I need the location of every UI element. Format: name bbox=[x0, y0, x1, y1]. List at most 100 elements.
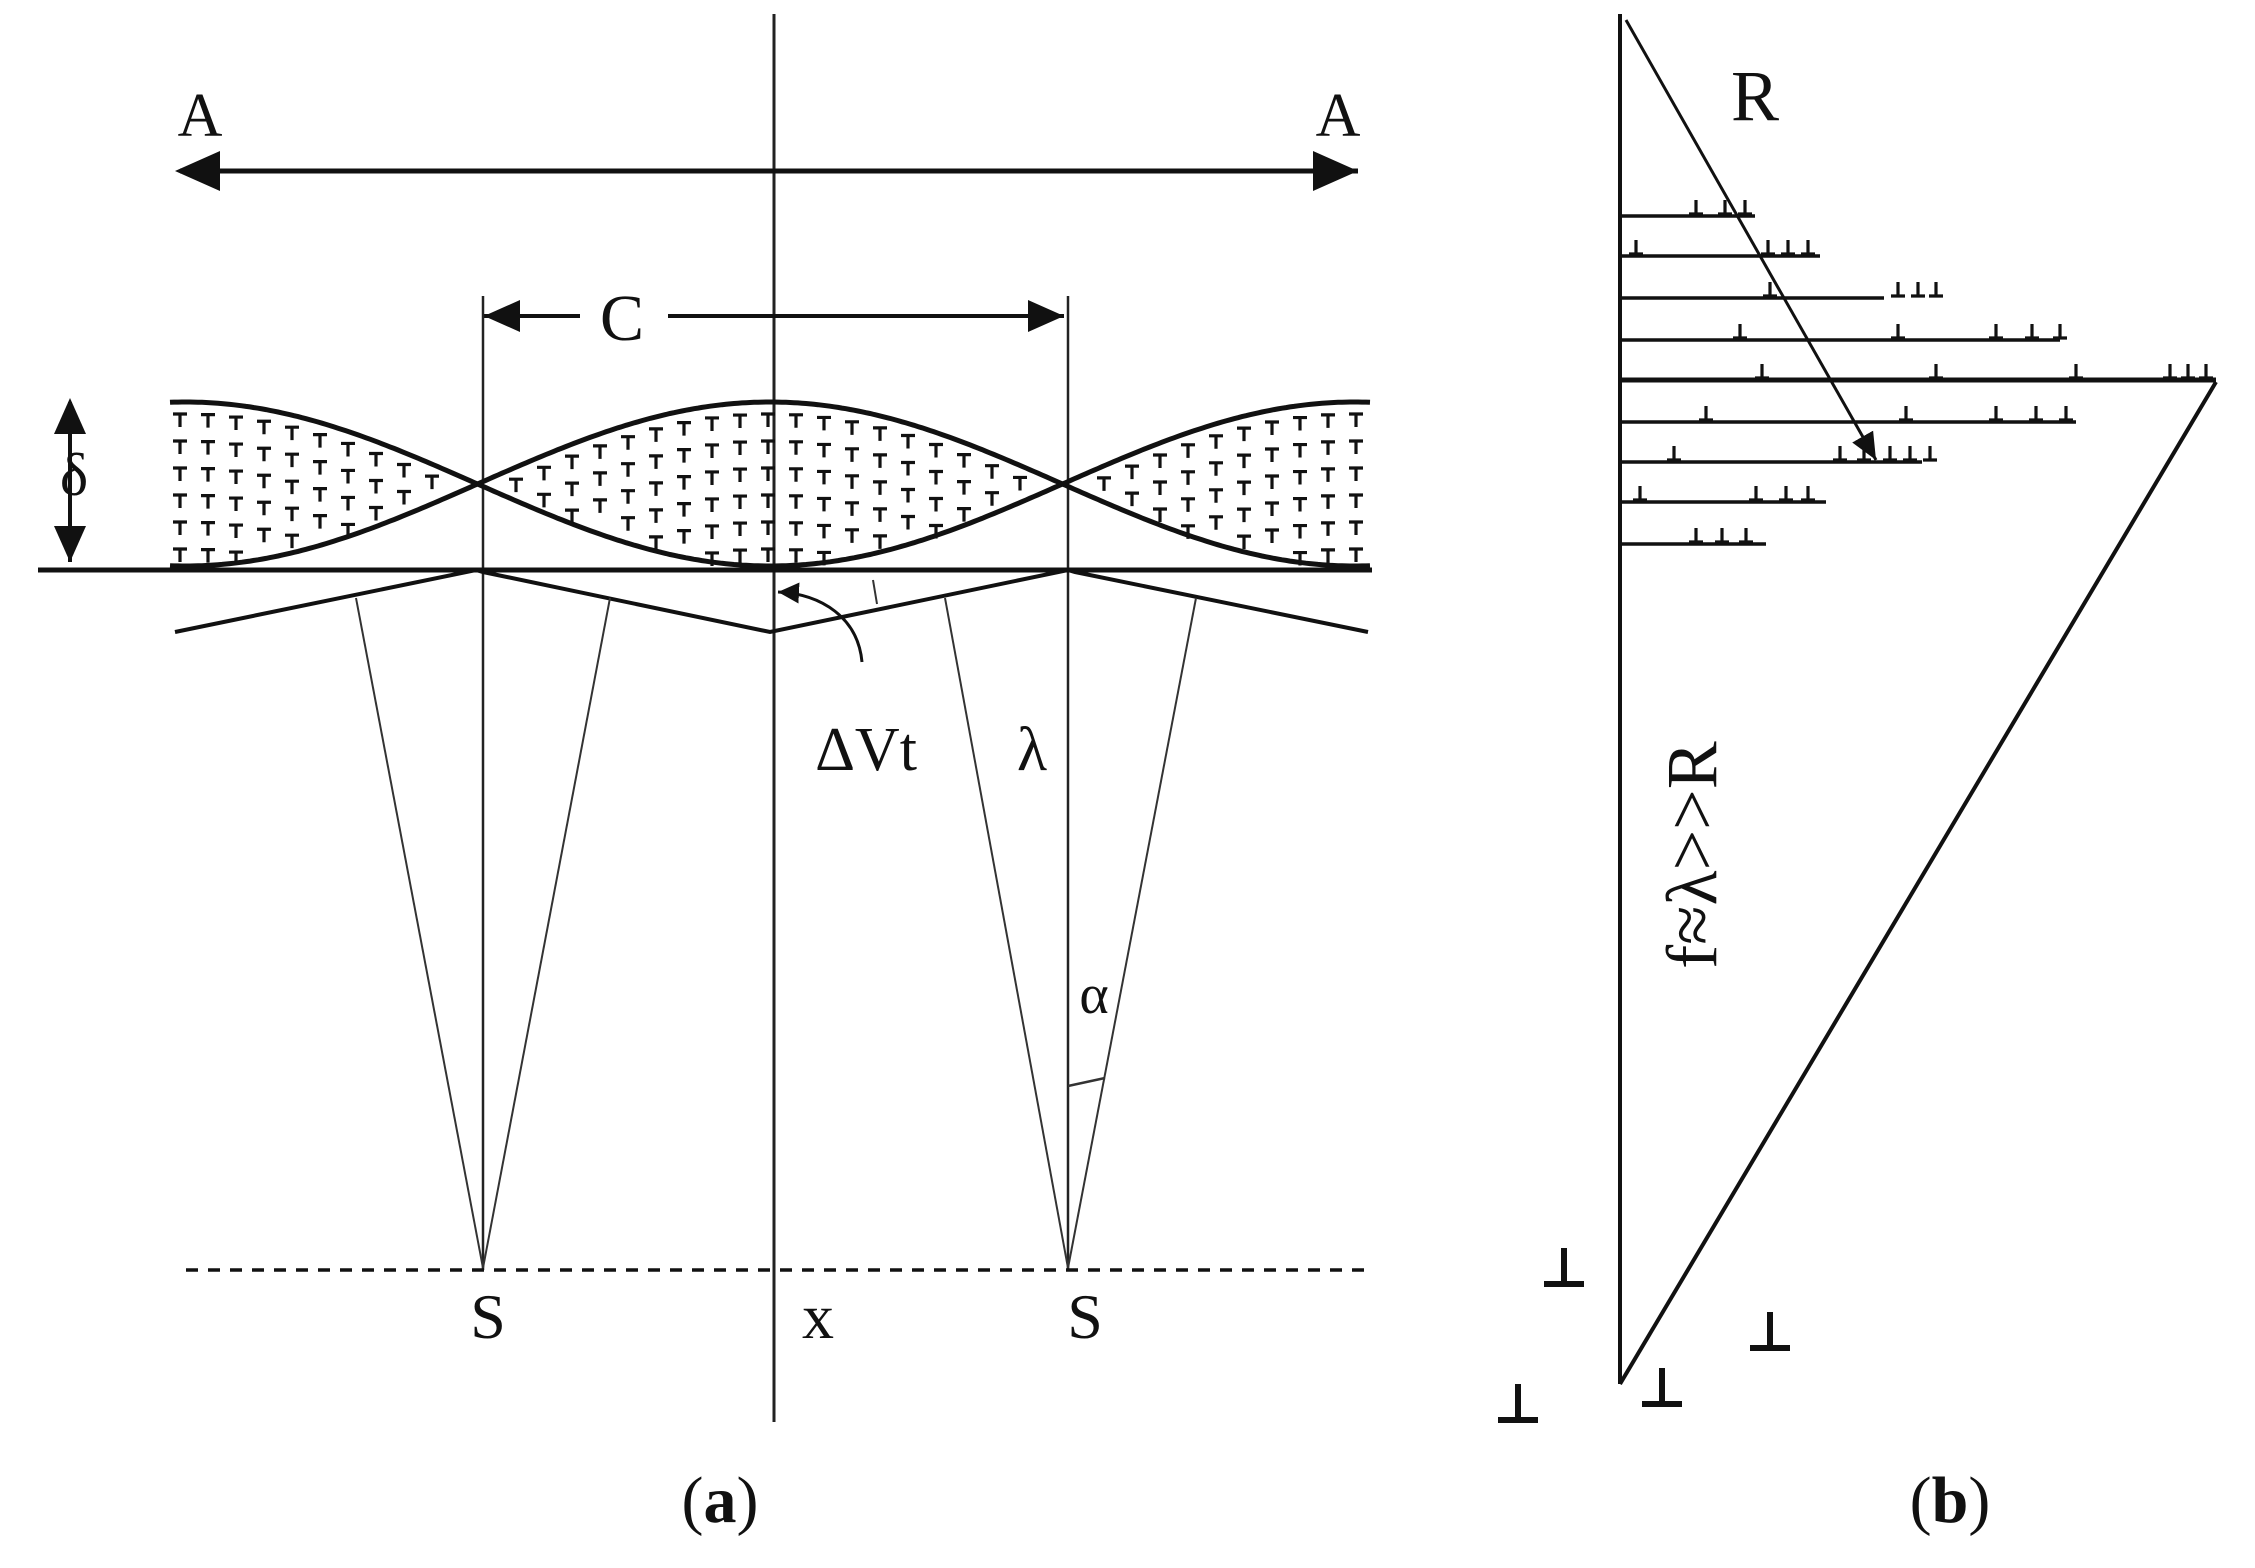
dislocation-mark bbox=[1761, 240, 1775, 256]
label-s-left: S bbox=[470, 1281, 506, 1352]
dislocation-mark bbox=[565, 481, 579, 497]
dislocation-mark bbox=[1181, 497, 1195, 512]
dislocation-mark bbox=[1989, 406, 2003, 422]
dislocation-mark bbox=[1749, 486, 1763, 502]
dislocation-mark bbox=[1153, 453, 1167, 468]
dislocation-mark bbox=[341, 495, 355, 511]
dislocation-mark bbox=[677, 447, 691, 463]
dislocation-mark bbox=[1929, 282, 1943, 298]
dislocation-mark bbox=[845, 447, 859, 462]
dislocation-mark bbox=[1321, 413, 1335, 428]
dislocation-mark bbox=[957, 507, 971, 522]
dislocation-mark bbox=[1321, 548, 1335, 563]
dislocation-mark bbox=[369, 451, 383, 467]
dislocation-mark bbox=[1293, 496, 1307, 512]
dislocation-mark bbox=[817, 415, 831, 431]
panel-b: R f≈λ>>R (b) bbox=[1498, 14, 2218, 1537]
dislocation-mark bbox=[257, 446, 271, 462]
dislocation-mark bbox=[733, 494, 747, 510]
dislocation-mark bbox=[621, 489, 635, 504]
dislocation-mark bbox=[1750, 1312, 1790, 1351]
dislocation-mark bbox=[1801, 240, 1815, 256]
dislocation-mark bbox=[1237, 507, 1251, 523]
dislocation-mark bbox=[1929, 364, 1943, 380]
dislocation-mark bbox=[789, 467, 803, 482]
dislocation-mark bbox=[649, 508, 663, 523]
dislocation-mark bbox=[1349, 520, 1363, 536]
dislocation-mark bbox=[1689, 528, 1703, 544]
dislocation-mark bbox=[2029, 406, 2043, 422]
dislocation-mark bbox=[1293, 523, 1307, 539]
dislocation-mark bbox=[397, 489, 411, 505]
dislocation-mark bbox=[761, 547, 775, 563]
dislocation-mark bbox=[229, 442, 243, 458]
dislocation-mark bbox=[1633, 486, 1647, 502]
label-r: R bbox=[1731, 56, 1779, 136]
dislocation-mark bbox=[229, 496, 243, 512]
dislocation-mark bbox=[1349, 439, 1363, 455]
label-s-right: S bbox=[1067, 1281, 1103, 1352]
dislocation-mark bbox=[1153, 507, 1167, 522]
dislocation-mark bbox=[285, 533, 299, 549]
dislocation-mark bbox=[313, 433, 327, 448]
slip-planes bbox=[1620, 200, 2216, 546]
dislocation-mark bbox=[621, 462, 635, 477]
dislocation-mark bbox=[313, 487, 327, 502]
envelope-curve-upper bbox=[169, 399, 1371, 569]
dislocation-mark bbox=[985, 464, 999, 479]
dislocation-mark bbox=[817, 496, 831, 512]
dislocation-mark bbox=[2053, 324, 2067, 340]
dislocation-mark bbox=[789, 548, 803, 563]
dislocation-mark bbox=[201, 467, 215, 482]
dislocation-mark bbox=[789, 521, 803, 536]
dislocation-mark bbox=[1738, 200, 1752, 216]
dislocation-mark bbox=[285, 452, 299, 468]
dislocation-mark bbox=[1293, 442, 1307, 458]
dislocation-mark bbox=[1153, 480, 1167, 495]
dislocation-mark bbox=[873, 534, 887, 549]
dislocation-mark bbox=[201, 548, 215, 563]
dislocation-mark bbox=[1911, 282, 1925, 298]
dislocation-mark bbox=[341, 441, 355, 457]
dislocation-mark bbox=[1899, 406, 1913, 422]
dislocation-mark bbox=[285, 506, 299, 522]
dislocation-mark bbox=[1237, 426, 1251, 442]
dislocation-mark bbox=[705, 497, 719, 512]
dislocation-mark bbox=[929, 496, 943, 512]
dislocation-mark bbox=[341, 468, 355, 484]
dislocation-mark bbox=[313, 514, 327, 529]
dislocation-mark bbox=[1781, 240, 1795, 256]
dislocation-mark bbox=[593, 471, 607, 486]
small-tick bbox=[872, 579, 878, 605]
label-lambda: λ bbox=[1017, 716, 1047, 784]
dislocation-mark bbox=[1209, 515, 1223, 530]
dislocation-mark bbox=[1763, 282, 1777, 298]
dislocation-mark bbox=[229, 523, 243, 539]
dislocation-mark bbox=[1237, 453, 1251, 469]
dislocation-mark bbox=[509, 477, 523, 493]
dislocation-mark bbox=[761, 439, 775, 455]
dislocation-mark bbox=[425, 474, 439, 490]
dislocation-mark bbox=[201, 413, 215, 428]
dislocation-mark bbox=[173, 412, 187, 428]
dislocation-mark bbox=[845, 528, 859, 543]
dislocation-mark bbox=[649, 481, 663, 496]
dislocation-mark bbox=[1891, 282, 1905, 298]
label-c: C bbox=[600, 282, 644, 355]
dislocation-mark bbox=[845, 474, 859, 489]
dislocation-mark bbox=[901, 460, 915, 476]
dislocation-mark bbox=[649, 454, 663, 469]
dislocation-mark bbox=[1125, 491, 1139, 507]
label-relation: f≈λ>>R bbox=[1652, 741, 1732, 969]
caption-b: (b) bbox=[1910, 1464, 1991, 1537]
dislocation-mark bbox=[677, 528, 691, 544]
dislocation-mark bbox=[1498, 1384, 1538, 1423]
dislocation-mark bbox=[1321, 440, 1335, 455]
dislocation-mark bbox=[817, 469, 831, 485]
dislocation-mark bbox=[173, 493, 187, 509]
dislocation-mark bbox=[677, 474, 691, 490]
dislocation-mark bbox=[1349, 493, 1363, 509]
dislocation-mark bbox=[1349, 466, 1363, 482]
dislocation-mark bbox=[565, 508, 579, 524]
rays bbox=[355, 597, 1197, 1269]
